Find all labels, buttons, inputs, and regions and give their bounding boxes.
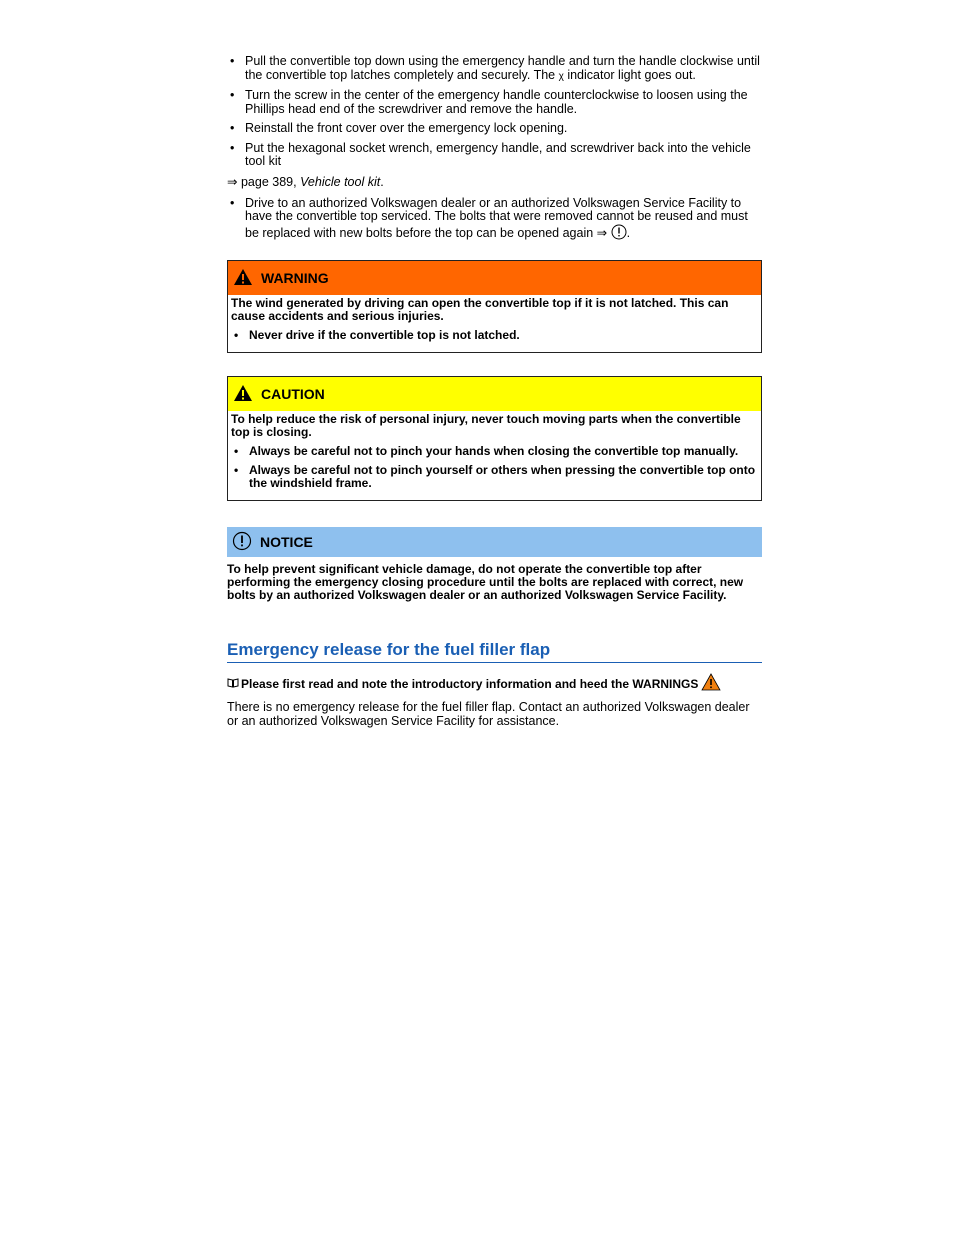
warning-bullet: •Never drive if the convertible top is n… — [234, 328, 520, 342]
step-2: • Turn the screw in the center of the em… — [230, 88, 748, 116]
bullet-dot: • — [234, 463, 239, 477]
section-body: There is no emergency release for the fu… — [227, 700, 750, 728]
caution-label: CAUTION — [261, 386, 325, 402]
step-4: • Put the hexagonal socket wrench, emerg… — [230, 140, 751, 168]
manual-page-content: • Pull the convertible top down using th… — [227, 54, 762, 728]
warning-triangle-icon — [233, 268, 253, 289]
caution-box: CAUTION To help reduce the risk of perso… — [227, 376, 762, 501]
notice-body: To help prevent significant vehicle dama… — [227, 562, 744, 602]
bullet-dot: • — [230, 195, 235, 210]
arrow-icon: ⇒ — [227, 174, 238, 189]
bullet-dot: • — [230, 88, 235, 102]
warning-body: The wind generated by driving can open t… — [228, 295, 761, 352]
page-reference[interactable]: ⇒ page 389, Vehicle tool kit. — [227, 174, 384, 189]
step-1: • Pull the convertible top down using th… — [230, 54, 760, 82]
book-icon — [227, 677, 239, 691]
bullet-dot: • — [230, 140, 235, 155]
step-5: • Drive to an authorized Volkswagen deal… — [227, 195, 762, 244]
intro-note: Please first read and note the introduct… — [227, 673, 762, 694]
warning-triangle-icon — [233, 384, 253, 405]
warning-label: WARNING — [261, 270, 329, 286]
caution-body: To help reduce the risk of personal inju… — [228, 411, 761, 500]
bullet-dot: • — [234, 328, 239, 342]
page-reference-title[interactable]: Vehicle tool kit — [300, 174, 381, 189]
bullet-dot: • — [234, 444, 239, 458]
notice-alert-icon — [232, 531, 252, 554]
notice-label: NOTICE — [260, 534, 313, 550]
notice-alert-icon[interactable] — [611, 224, 627, 244]
convertible-indicator-symbol: χ — [558, 70, 564, 82]
caution-bullet: •Always be careful not to pinch yourself… — [234, 463, 756, 490]
warning-box: WARNING The wind generated by driving ca… — [227, 260, 762, 353]
step-3: • Reinstall the front cover over the eme… — [230, 121, 568, 135]
bullet-dot: • — [230, 54, 235, 68]
notice-header: NOTICE — [227, 527, 762, 557]
section-heading: Emergency release for the fuel filler fl… — [227, 640, 762, 663]
bullet-dot: • — [230, 121, 235, 135]
caution-bullet: •Always be careful not to pinch your han… — [234, 444, 739, 458]
warning-triangle-icon[interactable] — [701, 673, 722, 694]
warning-header: WARNING — [228, 261, 761, 295]
caution-header: CAUTION — [228, 377, 761, 411]
